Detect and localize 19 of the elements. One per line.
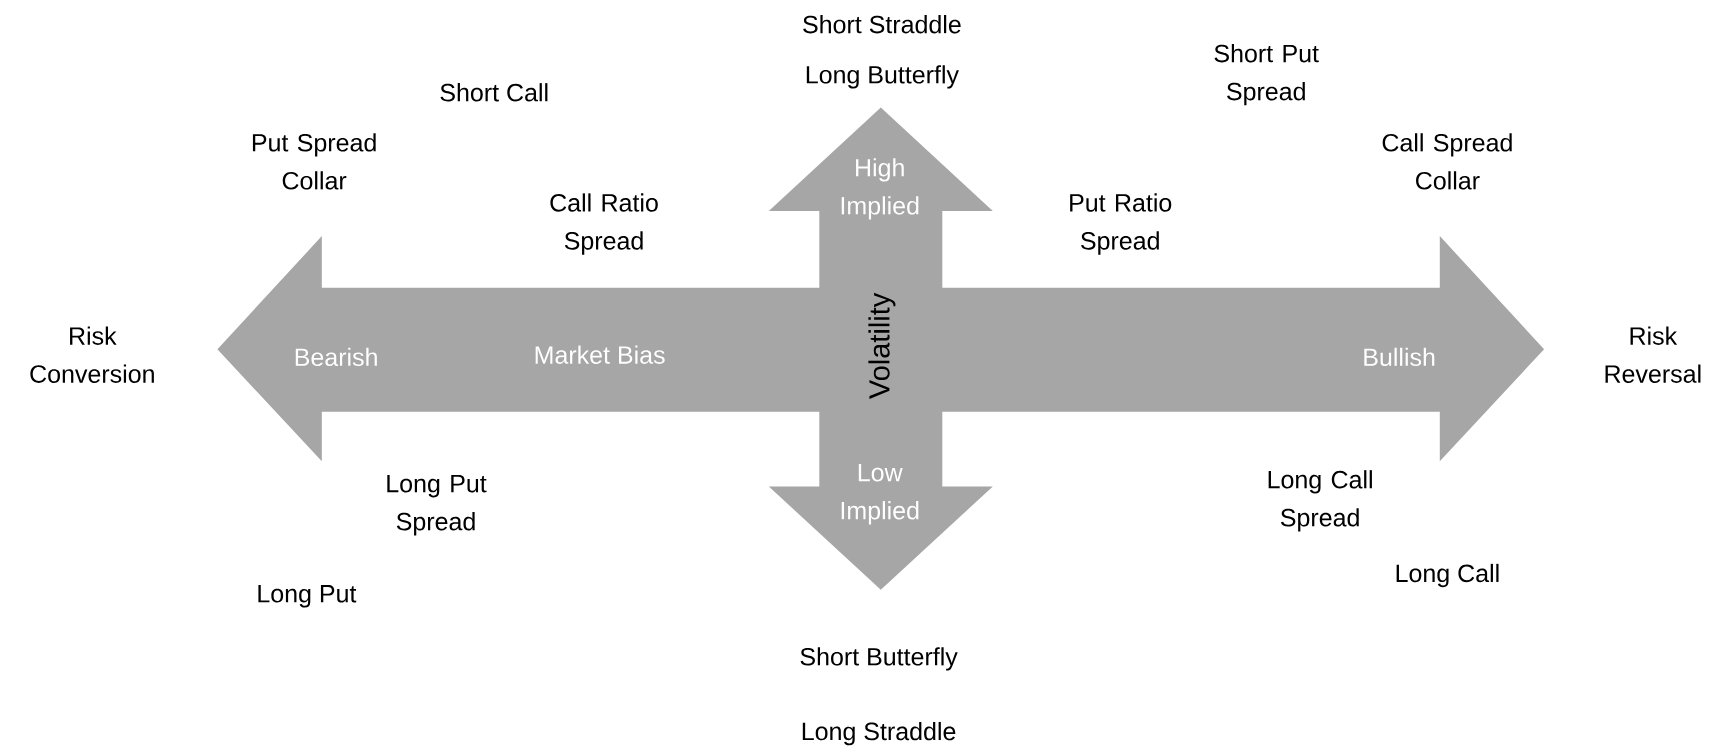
- arrow-label: Low Implied: [841, 464, 919, 525]
- arrow-label: Bullish: [1364, 347, 1435, 367]
- arrow-label: High Implied: [841, 158, 919, 220]
- strategy-label: Risk Conversion: [30, 326, 154, 383]
- strategy-label: Put Ratio Spread: [1070, 193, 1172, 255]
- strategy-label: Long Call: [1396, 563, 1499, 588]
- strategy-label: Call Ratio Spread: [550, 193, 658, 255]
- strategy-label: Put Spread Collar: [252, 133, 376, 190]
- arrow-label: Market Bias: [535, 345, 665, 364]
- strategy-label: Short Call: [440, 83, 548, 102]
- strategy-label: Short Put Spread: [1214, 44, 1319, 106]
- strategy-label: Long Straddle: [802, 721, 956, 746]
- arrow-label: Bearish: [295, 347, 377, 367]
- strategy-label: Short Butterfly: [800, 647, 958, 671]
- strategy-label: Short Straddle: [803, 15, 961, 34]
- arrow-label: Volatility: [868, 292, 896, 399]
- strategy-label: Risk Reversal: [1605, 326, 1701, 383]
- strategy-label: Call Spread Collar: [1382, 133, 1512, 190]
- strategy-label: Long Put: [258, 585, 357, 608]
